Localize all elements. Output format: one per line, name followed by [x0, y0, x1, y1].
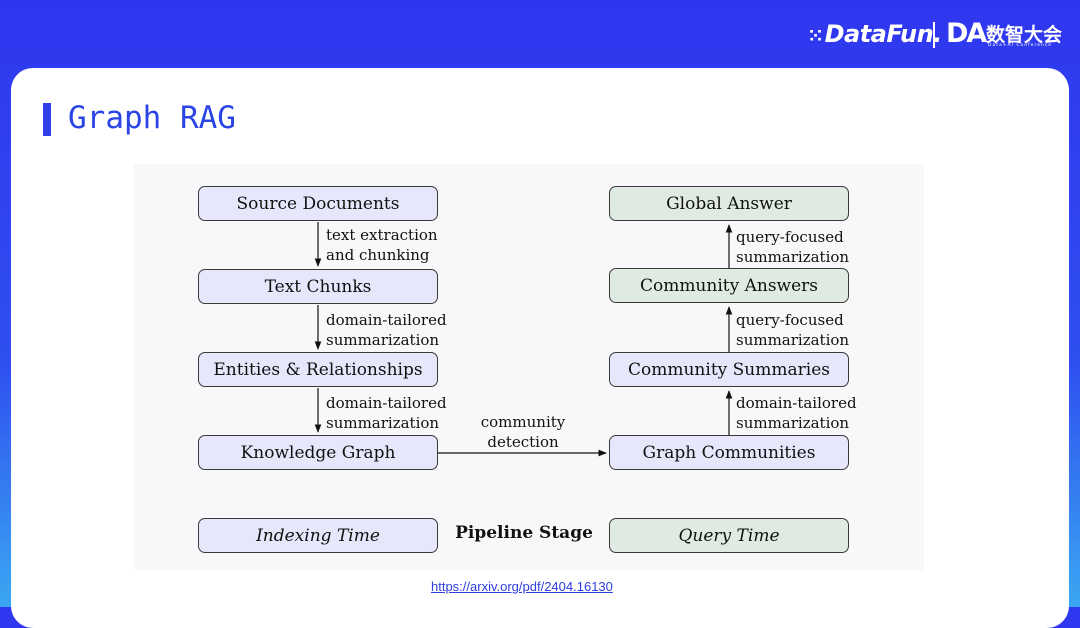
edge-label-line: text extraction — [326, 226, 438, 244]
legend-pipeline-stage: Pipeline Stage — [455, 523, 593, 543]
edge-label-line: and chunking — [326, 246, 430, 264]
edge-label-domain-summarization-3: domain-tailored summarization — [736, 393, 857, 433]
edge-label-line: domain-tailored — [736, 394, 857, 412]
edge-label-line: domain-tailored — [326, 311, 447, 329]
edge-label-community-detection: community detection — [468, 412, 578, 452]
edge-label-query-summarization-2: query-focused summarization — [736, 310, 849, 350]
datafun-logo-text: DataFun. — [824, 20, 943, 48]
legend-query-time: Query Time — [609, 518, 849, 553]
node-text-chunks: Text Chunks — [198, 269, 438, 304]
edge-label-line: summarization — [736, 248, 850, 266]
slide-title: Graph RAG — [68, 100, 236, 136]
node-knowledge-graph: Knowledge Graph — [198, 435, 438, 470]
edge-label-line: community — [480, 413, 566, 431]
edge-label-line: detection — [487, 433, 559, 451]
da-logo: DA — [946, 18, 987, 49]
edge-label-domain-summarization-2: domain-tailored summarization — [326, 393, 447, 433]
edge-label-text-extraction: text extraction and chunking — [326, 225, 438, 265]
edge-label-line: query-focused — [736, 311, 844, 329]
legend-indexing-time: Indexing Time — [198, 518, 438, 553]
edge-label-line: summarization — [736, 414, 850, 432]
title-accent-bar — [43, 103, 51, 136]
edge-label-line: query-focused — [736, 228, 844, 246]
node-source-documents: Source Documents — [198, 186, 438, 221]
edge-label-line: summarization — [736, 331, 850, 349]
conference-logo-subtext: Data+AI Conference — [988, 43, 1053, 48]
datafun-dots-icon: ⁙ — [808, 26, 823, 47]
edge-label-line: summarization — [326, 331, 440, 349]
edge-label-query-summarization-1: query-focused summarization — [736, 227, 849, 267]
datafun-logo: ⁙DataFun. — [808, 20, 942, 48]
source-link[interactable]: https://arxiv.org/pdf/2404.16130 — [431, 579, 613, 594]
conference-logo-text: 数智大会 — [986, 24, 1063, 46]
edge-label-domain-summarization-1: domain-tailored summarization — [326, 310, 447, 350]
node-community-summaries: Community Summaries — [609, 352, 849, 387]
node-community-answers: Community Answers — [609, 268, 849, 303]
node-global-answer: Global Answer — [609, 186, 849, 221]
node-graph-communities: Graph Communities — [609, 435, 849, 470]
edge-label-line: domain-tailored — [326, 394, 447, 412]
node-entities-relationships: Entities & Relationships — [198, 352, 438, 387]
top-banner: ⁙DataFun. DA 数智大会 Data+AI Conference — [0, 0, 1080, 72]
edge-label-line: summarization — [326, 414, 440, 432]
logo-divider — [933, 22, 935, 48]
